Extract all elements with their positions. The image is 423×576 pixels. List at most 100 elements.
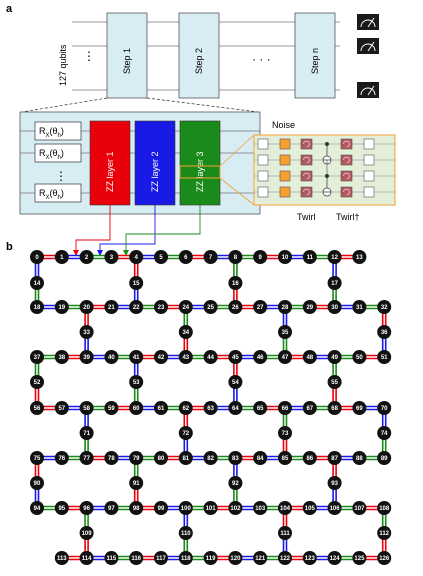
noise-box bbox=[279, 154, 291, 166]
qubit-label: 100 bbox=[181, 506, 192, 512]
qubit-label: 124 bbox=[330, 556, 341, 562]
qubit-node: 92 bbox=[228, 476, 243, 490]
twirl-box bbox=[300, 138, 313, 150]
qubit-label: 52 bbox=[34, 380, 41, 386]
qubit-label: 98 bbox=[133, 506, 140, 512]
qubit-node: 120 bbox=[228, 551, 243, 565]
qubit-label: 7 bbox=[209, 255, 213, 261]
qubit-label: 37 bbox=[34, 355, 41, 361]
qubit-node: 9 bbox=[253, 250, 268, 264]
qubit-label: 4 bbox=[135, 255, 139, 261]
qubit-node: 29 bbox=[302, 300, 317, 314]
qubit-label: 87 bbox=[331, 456, 338, 462]
qubit-label: 15 bbox=[133, 281, 140, 287]
qubit-node: 98 bbox=[129, 501, 144, 515]
qubit-node: 60 bbox=[129, 401, 144, 415]
qubit-node: 44 bbox=[203, 350, 218, 364]
qubit-label: 16 bbox=[232, 281, 239, 287]
qubit-node: 36 bbox=[377, 325, 392, 339]
zz-layer-2-label: ZZ layer 2 bbox=[150, 151, 160, 192]
pauli-box bbox=[257, 138, 269, 150]
qubit-label: 66 bbox=[282, 406, 289, 412]
qubit-node: 124 bbox=[327, 551, 342, 565]
qubit-label: 61 bbox=[158, 406, 165, 412]
qubit-node: 73 bbox=[278, 426, 292, 440]
qubit-node: 39 bbox=[79, 350, 94, 364]
twirl-dag-box bbox=[340, 186, 353, 198]
pauli-box bbox=[363, 186, 375, 198]
noise-box bbox=[279, 138, 291, 150]
qubit-node: 122 bbox=[278, 551, 292, 565]
qubit-label: 80 bbox=[158, 456, 165, 462]
qubit-label: 43 bbox=[182, 355, 189, 361]
qubit-node: 53 bbox=[129, 375, 144, 389]
qubit-node: 55 bbox=[327, 375, 342, 389]
qubit-node: 103 bbox=[253, 501, 268, 515]
qubit-node: 69 bbox=[352, 401, 367, 415]
rx-ellipsis: ⋮ bbox=[55, 169, 67, 183]
pauli-box bbox=[363, 138, 375, 150]
qubit-node: 27 bbox=[253, 300, 268, 314]
qubit-node: 70 bbox=[377, 401, 392, 415]
pauli-box bbox=[363, 170, 375, 182]
zz-layer-3-label: ZZ layer 3 bbox=[195, 151, 205, 192]
qubit-label: 83 bbox=[232, 456, 239, 462]
qubit-node: 2 bbox=[79, 250, 94, 264]
step-box-1: Step 1 bbox=[106, 12, 148, 99]
pauli-box bbox=[257, 186, 269, 198]
qubit-label: 41 bbox=[133, 355, 140, 361]
qubit-label: 82 bbox=[207, 456, 214, 462]
qubit-node: 93 bbox=[327, 476, 342, 490]
qubit-label: 54 bbox=[232, 380, 239, 386]
panel-a-label: a bbox=[6, 3, 13, 15]
qubit-label: 8 bbox=[234, 255, 238, 261]
qubit-node: 56 bbox=[30, 401, 44, 415]
qubit-label: 72 bbox=[182, 431, 189, 437]
zoom-guides bbox=[21, 97, 259, 113]
qubit-node: 16 bbox=[228, 276, 243, 290]
qubit-label: 60 bbox=[133, 406, 140, 412]
qubit-node: 72 bbox=[178, 426, 193, 440]
qubit-label: 93 bbox=[331, 481, 338, 487]
qubit-node: 40 bbox=[104, 350, 119, 364]
qubit-label: 113 bbox=[57, 556, 67, 562]
qubit-node: 125 bbox=[352, 551, 367, 565]
qubit-label: 73 bbox=[282, 431, 289, 437]
noise-box bbox=[279, 170, 291, 182]
qubit-node: 99 bbox=[154, 501, 168, 515]
qubit-label: 9 bbox=[259, 255, 263, 261]
twirl-dag-box bbox=[340, 138, 353, 150]
qubit-node: 89 bbox=[377, 451, 392, 465]
qubit-label: 10 bbox=[282, 255, 289, 261]
noise-box bbox=[279, 186, 291, 198]
qubit-label: 74 bbox=[381, 431, 388, 437]
qubit-label: 122 bbox=[280, 556, 291, 562]
step-box-n: Step n bbox=[294, 12, 336, 99]
qubit-label: 108 bbox=[379, 506, 390, 512]
qubit-label: 126 bbox=[379, 556, 390, 562]
qubit-label: 86 bbox=[306, 456, 313, 462]
qubit-node: 76 bbox=[54, 451, 69, 465]
qubit-label: 2 bbox=[85, 255, 89, 261]
qubit-label: 6 bbox=[184, 255, 188, 261]
qubit-label: 14 bbox=[34, 281, 41, 287]
qubit-node: 46 bbox=[253, 350, 268, 364]
qubit-node: 110 bbox=[178, 526, 193, 540]
qubit-node: 32 bbox=[377, 300, 392, 314]
qubit-label: 71 bbox=[83, 431, 90, 437]
qubit-label: 30 bbox=[331, 305, 338, 311]
qubit-node: 0 bbox=[30, 250, 44, 264]
qubit-label: 18 bbox=[34, 305, 41, 311]
qubit-label: 118 bbox=[181, 556, 191, 562]
zz-layer-3: ZZ layer 3 bbox=[179, 120, 221, 206]
qubit-node: 63 bbox=[203, 401, 218, 415]
qubit-label: 27 bbox=[257, 305, 264, 311]
qubit-label: 1 bbox=[60, 255, 64, 261]
qubit-node: 71 bbox=[79, 426, 94, 440]
qubit-node: 30 bbox=[327, 300, 342, 314]
qubit-label: 75 bbox=[34, 456, 41, 462]
qubit-label: 92 bbox=[232, 481, 239, 487]
qubit-node: 18 bbox=[30, 300, 44, 314]
